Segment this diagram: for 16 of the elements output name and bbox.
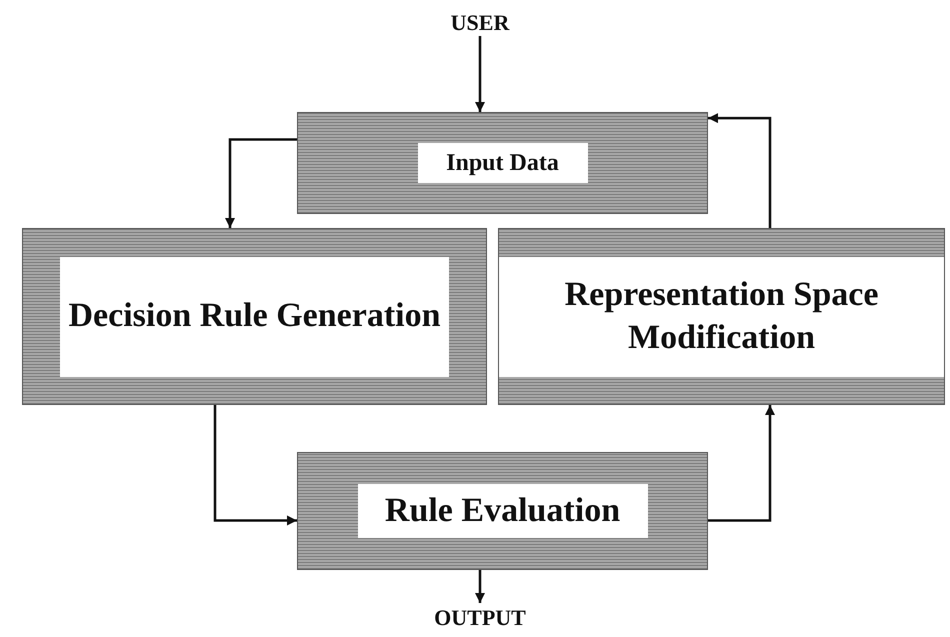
box-label: Rule Evaluation bbox=[384, 490, 620, 531]
arrow bbox=[708, 405, 775, 522]
process-box bbox=[22, 228, 487, 405]
process-box bbox=[297, 452, 708, 570]
arrow bbox=[708, 113, 772, 228]
box-label: Decision Rule Generation bbox=[68, 296, 441, 336]
arrow bbox=[214, 405, 297, 526]
arrow bbox=[475, 36, 485, 112]
arrow bbox=[475, 570, 485, 603]
box-label: Representation Space Modification bbox=[564, 275, 880, 358]
arrow bbox=[225, 138, 297, 228]
process-box bbox=[297, 112, 708, 214]
box-label: Input Data bbox=[446, 149, 559, 178]
terminal-label: OUTPUT bbox=[420, 603, 540, 631]
terminal-label: USER bbox=[430, 8, 530, 36]
process-box bbox=[498, 228, 945, 405]
